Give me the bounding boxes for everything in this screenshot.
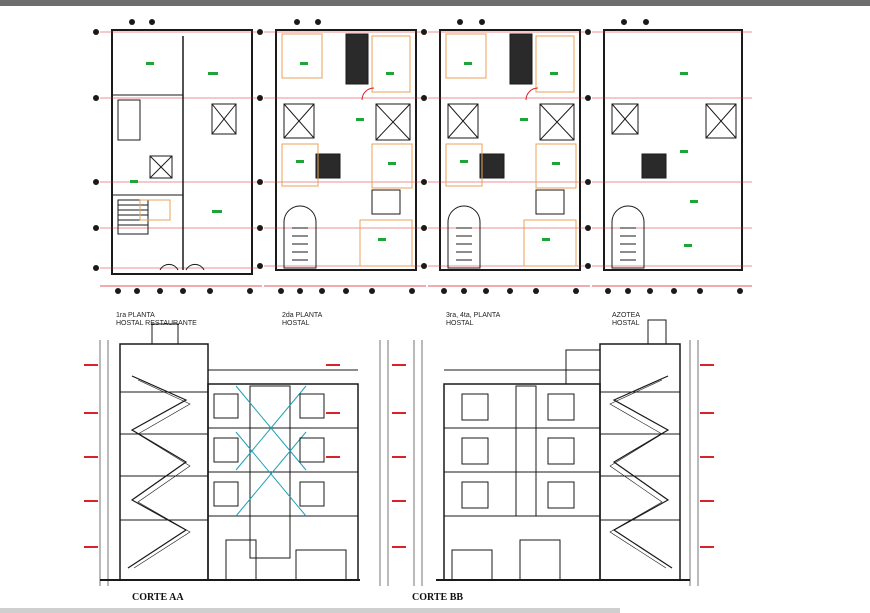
plan-1-title-line1: 1ra PLANTA <box>116 312 155 319</box>
plan-3-grid-markers <box>421 19 579 294</box>
vertical-section-guides <box>99 340 699 586</box>
plan-1-grid-markers <box>93 19 253 294</box>
section-aa <box>100 323 360 581</box>
plan-2-grid-markers <box>257 19 415 294</box>
plan-4-title-line1: AZOTEA <box>612 312 641 319</box>
plan-4-title-line2: HOSTAL <box>612 320 640 327</box>
section-aa-title: CORTE AA <box>132 592 184 603</box>
room-tags <box>130 62 698 247</box>
plan-2-title-line1: 2da PLANTA <box>282 312 323 319</box>
floor-plan-2 <box>264 29 426 287</box>
bottom-status-strip <box>0 608 620 613</box>
top-toolbar-strip <box>0 0 870 6</box>
plan-4-grid-markers <box>585 19 743 294</box>
plan-3-title-line1: 3ra, 4ta, PLANTA <box>446 312 501 319</box>
plan-1-title-line2: HOSTAL RESTAURANTE <box>116 320 197 327</box>
plan-3-title-line2: HOSTAL <box>446 320 474 327</box>
floor-plan-1 <box>100 29 262 287</box>
level-markers <box>84 364 714 548</box>
plan-2-title-line2: HOSTAL <box>282 320 310 327</box>
section-bb <box>436 319 690 581</box>
section-bb-title: CORTE BB <box>412 592 464 603</box>
floor-plan-3 <box>428 29 590 287</box>
floor-plan-4 <box>592 29 752 287</box>
